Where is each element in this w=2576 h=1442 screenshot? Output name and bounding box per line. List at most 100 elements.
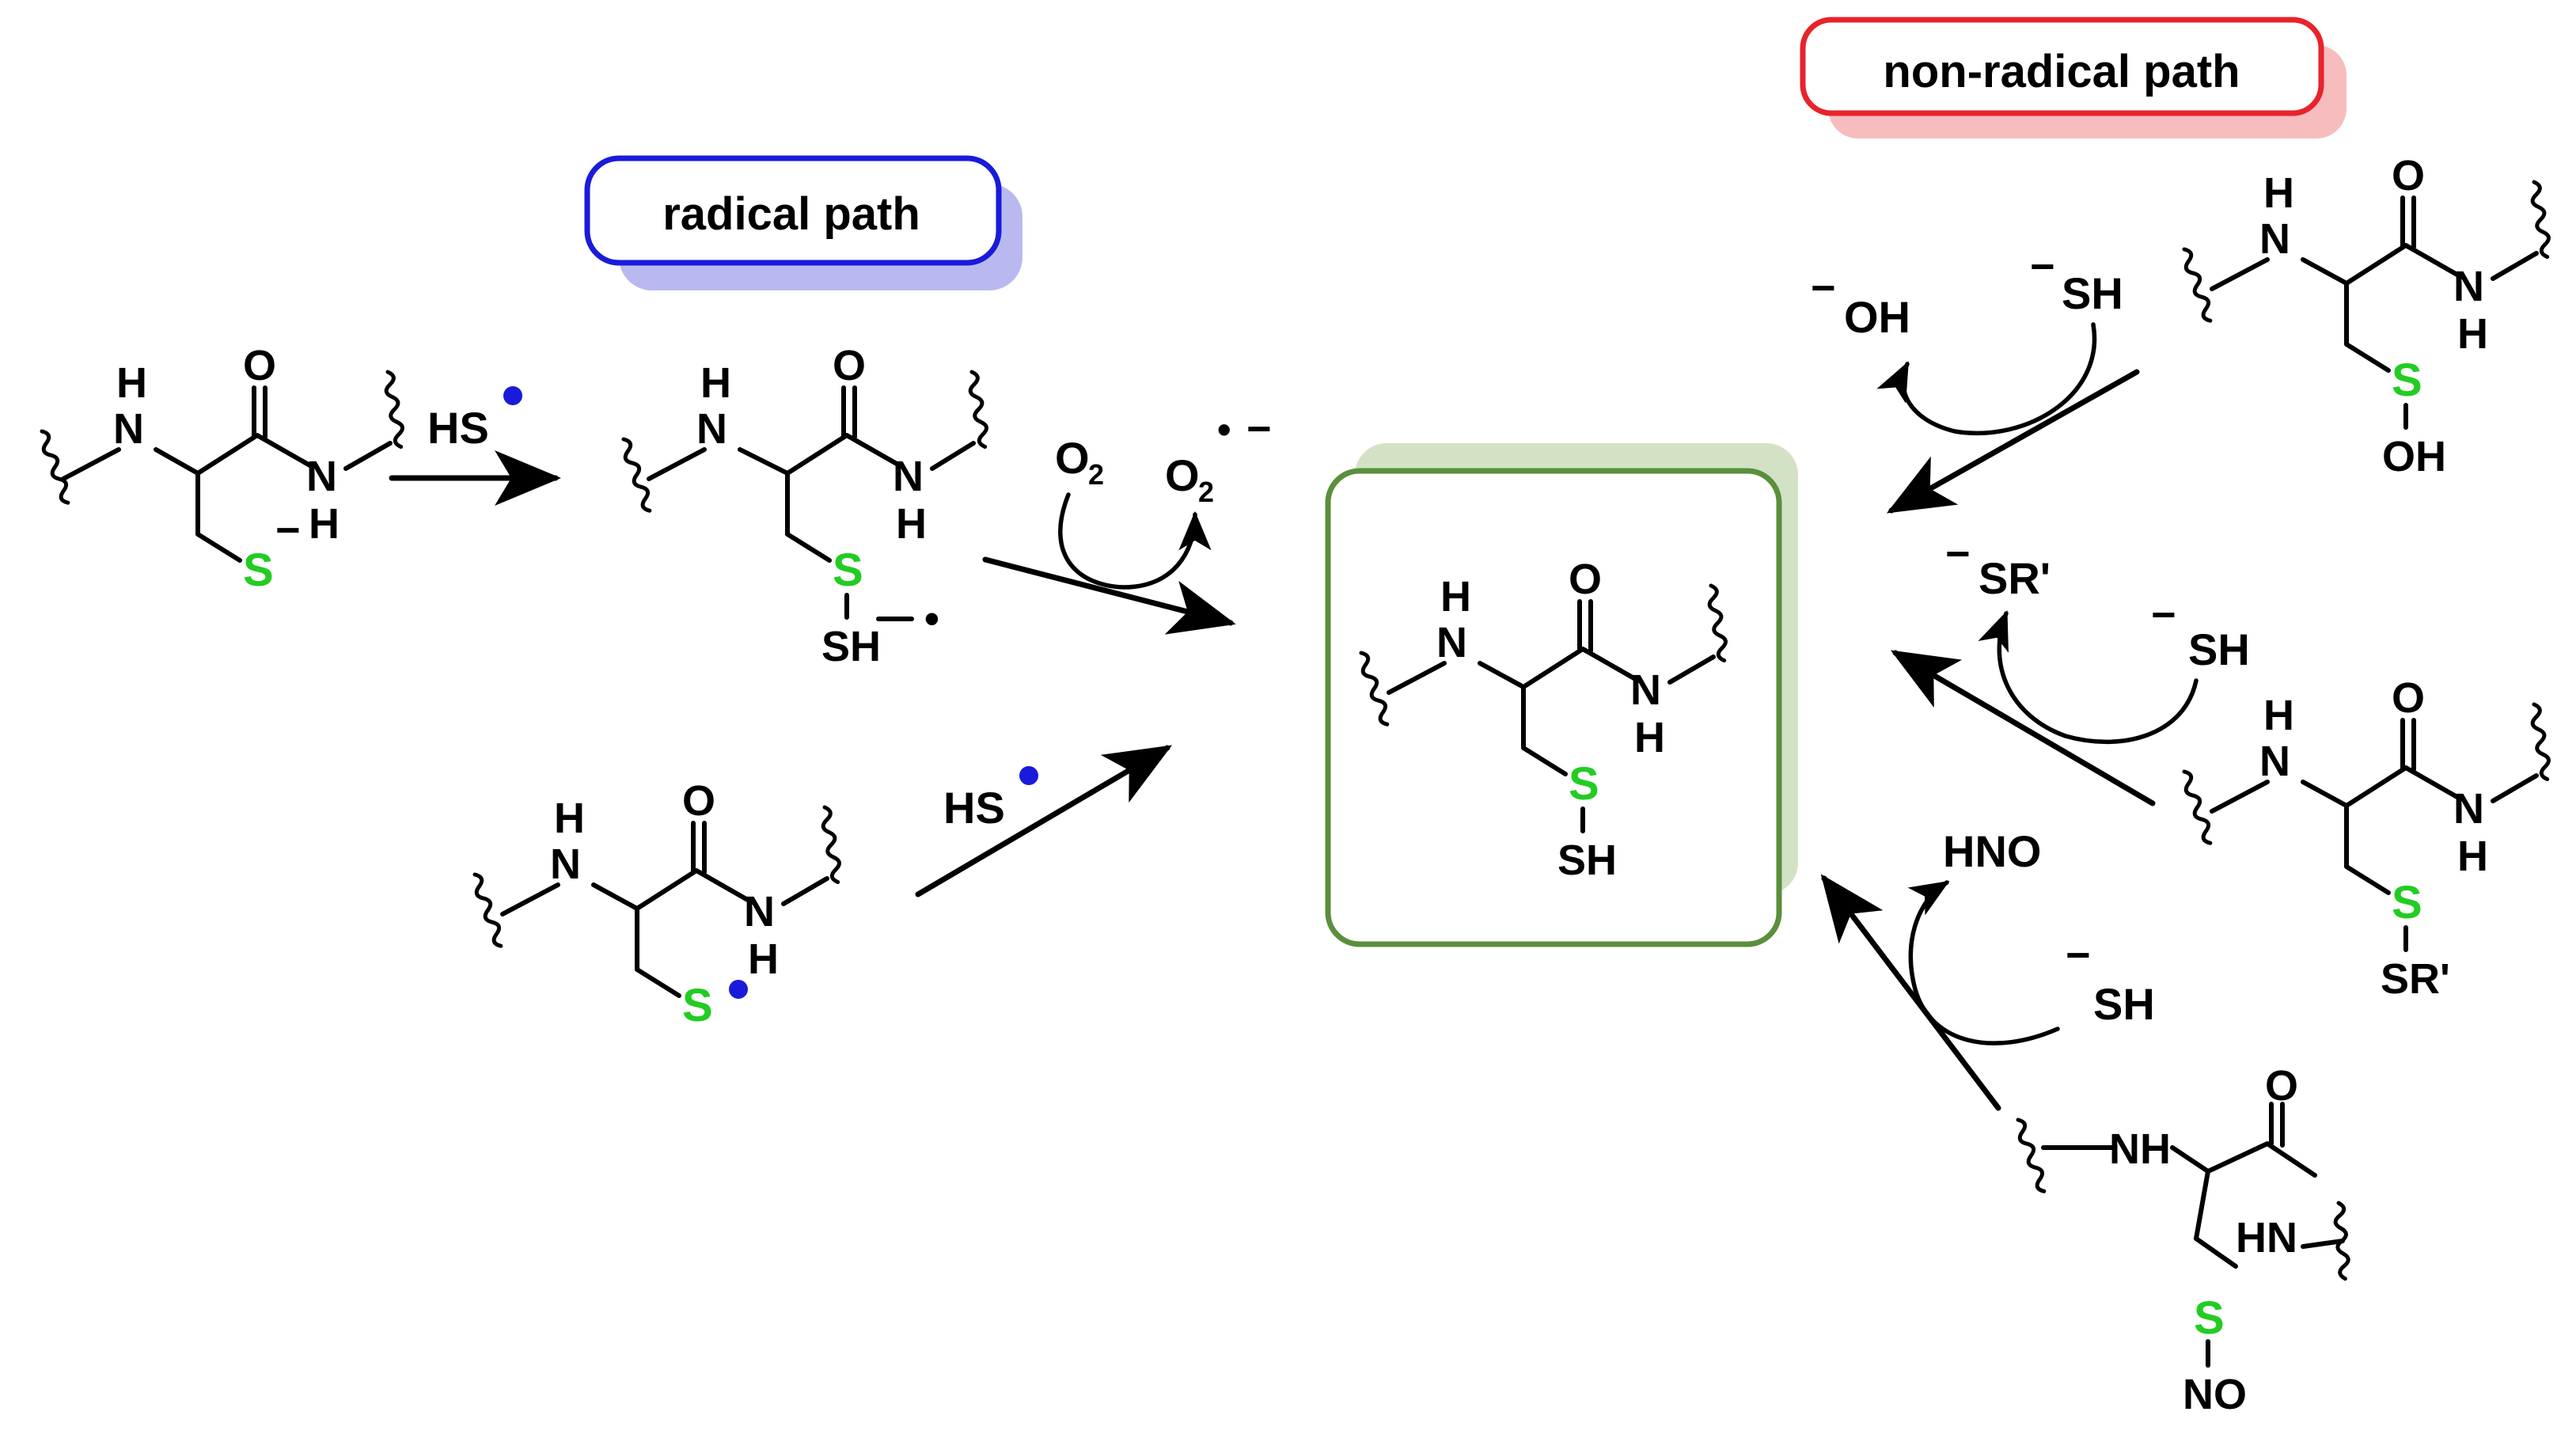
product-frame xyxy=(1325,443,1798,947)
molecule-sulfenic-acid: N H O N H S OH xyxy=(2180,152,2551,480)
hydroxide-leaving: OH xyxy=(1844,292,1910,342)
carbonyl-o: O xyxy=(2392,152,2425,199)
amide-h: H xyxy=(748,935,779,983)
arrow-4 xyxy=(1886,369,2140,514)
amide-n: N xyxy=(893,453,924,500)
non-radical-path-label: non-radical path xyxy=(1800,17,2346,139)
amine-h: H xyxy=(554,795,585,842)
amide-h: H xyxy=(309,500,340,548)
disulfide-s: S xyxy=(2392,877,2422,928)
non-radical-path-box xyxy=(1800,17,2324,116)
carbonyl-o: O xyxy=(243,342,276,389)
carbonyl-o: O xyxy=(1569,556,1602,603)
arrow-5 xyxy=(1890,650,2156,806)
superoxide-subscript: 2 xyxy=(1198,476,1214,508)
amine-h: H xyxy=(2263,169,2294,217)
sulfenic-oh: OH xyxy=(2382,433,2446,480)
amine-nh: N xyxy=(113,405,144,453)
curved-arrow-sulfenic xyxy=(1876,322,2097,436)
radical-path-text: radical path xyxy=(662,188,920,240)
molecule-cysteine-thiolate: N H O N H S − xyxy=(37,342,405,596)
amine-h: H xyxy=(1440,573,1471,620)
molecule-persulfide-product: N H O N H S SH xyxy=(1356,556,1728,884)
arrow-3 xyxy=(915,745,1173,897)
curved-arrow-nitrosothiol xyxy=(1907,880,2060,1045)
thiyl-s: S xyxy=(682,980,713,1031)
hydrosulfide-charge: − xyxy=(2066,932,2091,979)
superoxide-dot: • xyxy=(1217,408,1231,452)
amide-h: H xyxy=(896,500,927,548)
superoxide-product: O xyxy=(1165,450,1200,500)
step-oxygen-oxidation: O 2 O 2 • − xyxy=(982,405,1272,635)
hs-radical-reagent: HS xyxy=(943,783,1005,833)
hydrosulfide-charge: − xyxy=(2151,591,2176,639)
o2-reagent: O xyxy=(1055,433,1090,483)
amide-n: N xyxy=(306,453,337,500)
hydrosulfide-nucleophile: SH xyxy=(2188,624,2250,674)
o2-subscript: 2 xyxy=(1088,458,1104,491)
molecule-radical-intermediate: N H O N H S SH • xyxy=(619,342,989,670)
nitroso-s: S xyxy=(2194,1292,2225,1344)
amine-h: H xyxy=(700,359,731,407)
arrow-6 xyxy=(1820,874,2001,1111)
amide-h: H xyxy=(1634,714,1665,761)
amide-n: N xyxy=(1630,666,1661,714)
thiolate-leaving: SR' xyxy=(1978,553,2051,603)
hydroxide-charge: − xyxy=(1811,264,1836,312)
amine-nh: NH xyxy=(2109,1125,2171,1173)
sulfenic-s: S xyxy=(2392,355,2422,406)
thiolate-s: S xyxy=(243,545,274,596)
amide-n: N xyxy=(2453,785,2484,833)
amine-h: H xyxy=(2263,692,2294,739)
hydrosulfide-charge: − xyxy=(2030,243,2055,290)
thiolate-charge: − xyxy=(275,507,301,554)
step-nitrosothiol-attack: HNO − SH xyxy=(1820,826,2155,1111)
amide-n: N xyxy=(2453,263,2484,310)
product-box xyxy=(1325,468,1782,947)
superoxide-charge: − xyxy=(1246,405,1272,453)
persulfide-sh: SH xyxy=(1557,837,1617,884)
radical-path-box xyxy=(584,155,1002,266)
amide-hn: HN xyxy=(2236,1214,2297,1262)
amine-nh: N xyxy=(696,405,727,453)
sulfhydryl-sh: SH xyxy=(821,623,881,670)
hydrosulfide-nucleophile: SH xyxy=(2093,979,2155,1029)
radical-dot-icon xyxy=(729,980,748,999)
hydrosulfide-nucleophile: SH xyxy=(2062,268,2123,318)
carbonyl-o: O xyxy=(2392,674,2425,722)
carbonyl-o: O xyxy=(833,342,866,389)
nitroso-no: NO xyxy=(2183,1371,2247,1418)
molecule-mixed-disulfide: N H O N H S SR' xyxy=(2180,674,2551,1003)
persulfide-s: S xyxy=(1569,758,1599,810)
amine-nh: N xyxy=(1436,619,1467,666)
molecule-thiyl-radical: N H O N H S xyxy=(470,777,842,1031)
molecule-nitrosothiol: NH O HN S NO xyxy=(2013,1062,2350,1418)
amide-n: N xyxy=(744,888,775,935)
amine-nh: N xyxy=(550,841,581,888)
radical-path-label: radical path xyxy=(584,155,1022,290)
carbonyl-o: O xyxy=(2265,1062,2298,1110)
amine-h: H xyxy=(116,359,147,407)
curved-arrow-o2 xyxy=(1058,492,1212,590)
radical-dot: • xyxy=(924,595,939,643)
curved-arrow-disulfide xyxy=(1978,610,2199,745)
amide-h: H xyxy=(2457,310,2488,358)
step-thiyl-coupling: HS xyxy=(915,745,1173,897)
step-sulfenic-attack: − OH − SH xyxy=(1811,243,2140,514)
disulfide-sr: SR' xyxy=(2381,955,2450,1003)
amine-nh: N xyxy=(2259,738,2290,785)
radical-dot-icon xyxy=(1019,766,1038,785)
radical-dot-icon xyxy=(503,386,522,405)
amine-nh: N xyxy=(2259,215,2290,263)
step-disulfide-exchange: − SR' − SH xyxy=(1890,530,2250,806)
arrow-2 xyxy=(982,556,1236,635)
amide-h: H xyxy=(2457,833,2488,880)
hs-radical-reagent: HS xyxy=(427,403,489,453)
hno-leaving: HNO xyxy=(1943,826,2041,876)
step-hs-radical-addition: HS xyxy=(389,386,561,506)
carbonyl-o: O xyxy=(682,777,715,825)
thiolate-charge: − xyxy=(1945,530,1971,578)
non-radical-path-text: non-radical path xyxy=(1883,46,2240,97)
sulfur-s: S xyxy=(833,545,863,596)
